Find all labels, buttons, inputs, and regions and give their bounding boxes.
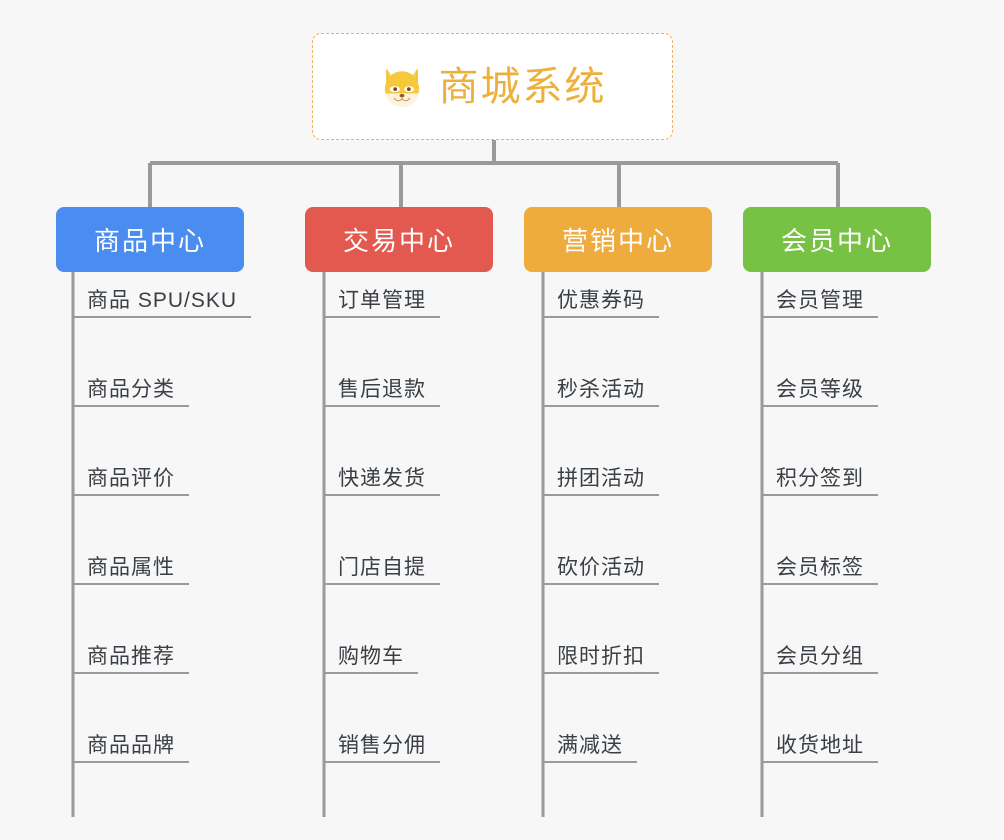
leaf-item-label: 优惠券码 bbox=[557, 288, 645, 312]
category-header-label: 交易中心 bbox=[342, 226, 455, 256]
leaf-item-label: 售后退款 bbox=[338, 377, 426, 401]
leaf-item-label: 会员标签 bbox=[776, 555, 864, 579]
leaf-item-label: 收货地址 bbox=[776, 733, 864, 757]
category-header-member-center[interactable]: 会员中心 bbox=[743, 207, 931, 272]
leaf-item[interactable]: 订单管理 bbox=[324, 272, 440, 318]
leaf-item-label: 会员分组 bbox=[776, 644, 864, 668]
leaf-item[interactable]: 会员分组 bbox=[762, 628, 878, 674]
leaf-item[interactable]: 购物车 bbox=[324, 628, 418, 674]
leaf-item[interactable]: 商品属性 bbox=[73, 539, 189, 585]
category-header-product-center[interactable]: 商品中心 bbox=[56, 207, 244, 272]
leaf-item-label: 满减送 bbox=[557, 733, 623, 757]
leaf-item[interactable]: 拼团活动 bbox=[543, 450, 659, 496]
root-node[interactable]: 商城系统 bbox=[312, 33, 673, 140]
leaf-item-label: 商品分类 bbox=[87, 377, 175, 401]
leaf-item-label: 限时折扣 bbox=[557, 644, 645, 668]
category-column-trade-center: 交易中心订单管理售后退款快递发货门店自提购物车销售分佣 bbox=[305, 207, 493, 763]
leaf-item[interactable]: 限时折扣 bbox=[543, 628, 659, 674]
leaf-item-label: 砍价活动 bbox=[557, 555, 645, 579]
leaf-item[interactable]: 会员等级 bbox=[762, 361, 878, 407]
leaf-item[interactable]: 砍价活动 bbox=[543, 539, 659, 585]
leaf-item-label: 门店自提 bbox=[338, 555, 426, 579]
leaf-item[interactable]: 优惠券码 bbox=[543, 272, 659, 318]
leaf-item[interactable]: 快递发货 bbox=[324, 450, 440, 496]
category-column-marketing-center: 营销中心优惠券码秒杀活动拼团活动砍价活动限时折扣满减送 bbox=[524, 207, 712, 763]
leaf-item-label: 会员管理 bbox=[776, 288, 864, 312]
leaf-item[interactable]: 商品评价 bbox=[73, 450, 189, 496]
leaf-item[interactable]: 售后退款 bbox=[324, 361, 440, 407]
leaf-item[interactable]: 会员管理 bbox=[762, 272, 878, 318]
leaf-item[interactable]: 积分签到 bbox=[762, 450, 878, 496]
leaf-item[interactable]: 门店自提 bbox=[324, 539, 440, 585]
category-header-label: 商品中心 bbox=[93, 226, 206, 256]
leaf-item[interactable]: 会员标签 bbox=[762, 539, 878, 585]
leaf-item[interactable]: 商品分类 bbox=[73, 361, 189, 407]
leaf-item-label: 商品属性 bbox=[87, 555, 175, 579]
leaf-item-label: 订单管理 bbox=[338, 288, 426, 312]
shiba-dog-face-icon bbox=[384, 67, 419, 107]
leaf-item-label: 拼团活动 bbox=[557, 466, 645, 490]
leaf-item-label: 秒杀活动 bbox=[557, 377, 645, 401]
leaf-item-label: 商品评价 bbox=[87, 466, 175, 490]
leaf-item[interactable]: 商品品牌 bbox=[73, 717, 189, 763]
leaf-item[interactable]: 秒杀活动 bbox=[543, 361, 659, 407]
leaf-item-label: 购物车 bbox=[338, 644, 404, 668]
category-header-label: 营销中心 bbox=[561, 226, 674, 256]
leaf-item[interactable]: 商品推荐 bbox=[73, 628, 189, 674]
leaf-item-label: 积分签到 bbox=[776, 466, 864, 490]
category-header-trade-center[interactable]: 交易中心 bbox=[305, 207, 493, 272]
leaf-item[interactable]: 销售分佣 bbox=[324, 717, 440, 763]
category-header-label: 会员中心 bbox=[780, 226, 893, 256]
leaf-item[interactable]: 满减送 bbox=[543, 717, 637, 763]
leaf-item[interactable]: 商品 SPU/SKU bbox=[73, 272, 252, 318]
root-title: 商城系统 bbox=[438, 64, 607, 109]
category-column-member-center: 会员中心会员管理会员等级积分签到会员标签会员分组收货地址 bbox=[743, 207, 931, 763]
leaf-item-label: 商品 SPU/SKU bbox=[87, 288, 238, 312]
leaf-item-label: 会员等级 bbox=[776, 377, 864, 401]
category-column-product-center: 商品中心商品 SPU/SKU 商品分类商品评价商品属性商品推荐商品品牌 bbox=[56, 207, 252, 763]
leaf-item-label: 销售分佣 bbox=[338, 733, 426, 757]
leaf-item[interactable]: 收货地址 bbox=[762, 717, 878, 763]
leaf-item-label: 商品品牌 bbox=[87, 733, 175, 757]
leaf-item-label: 商品推荐 bbox=[87, 644, 175, 668]
category-header-marketing-center[interactable]: 营销中心 bbox=[524, 207, 712, 272]
leaf-item-label: 快递发货 bbox=[338, 466, 426, 490]
